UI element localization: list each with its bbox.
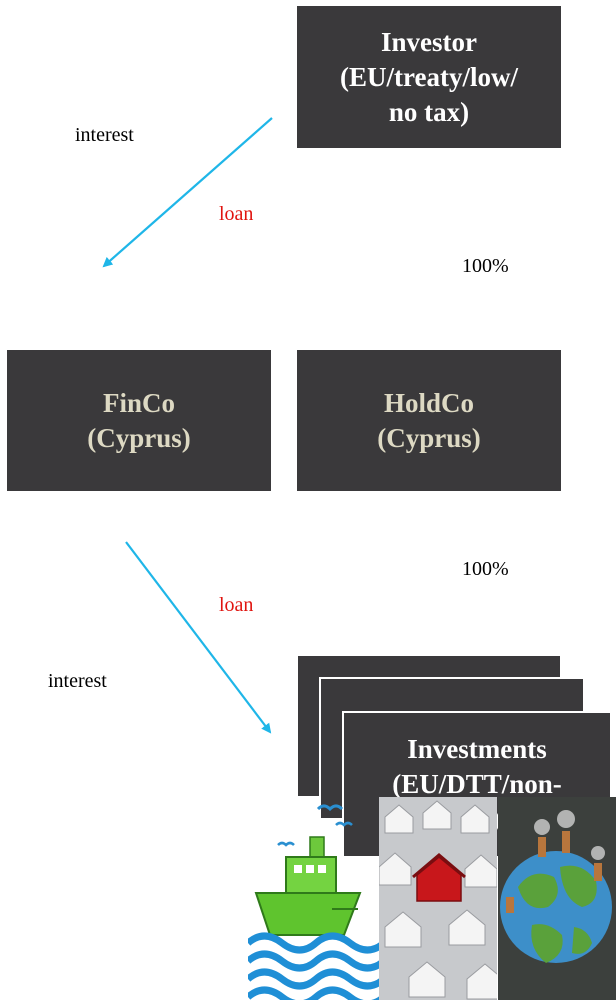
investor-label: Investor (EU/treaty/low/ no tax): [340, 26, 518, 127]
loan-arrow-top: [102, 117, 273, 268]
investor-box: Investor (EU/treaty/low/ no tax): [297, 6, 561, 148]
houses-icon: [379, 797, 497, 1000]
globe-icon: [498, 797, 616, 1000]
holdco-label: HoldCo (Cyprus): [377, 387, 481, 453]
holdco-box: HoldCo (Cyprus): [297, 350, 561, 491]
percent-label-bottom: 100%: [462, 558, 509, 580]
loan-label-bottom: loan: [219, 594, 254, 616]
ship-icon: [248, 797, 380, 1000]
loan-arrow-bottom: [125, 541, 272, 734]
finco-box: FinCo (Cyprus): [7, 350, 271, 491]
loan-label-top: loan: [219, 203, 254, 225]
interest-label-bottom: interest: [48, 670, 107, 692]
investments-label: Investments (EU/DTT/non- EU): [392, 734, 562, 834]
percent-label-top: 100%: [462, 255, 509, 277]
interest-label-top: interest: [75, 124, 134, 146]
finco-label: FinCo (Cyprus): [87, 387, 191, 453]
